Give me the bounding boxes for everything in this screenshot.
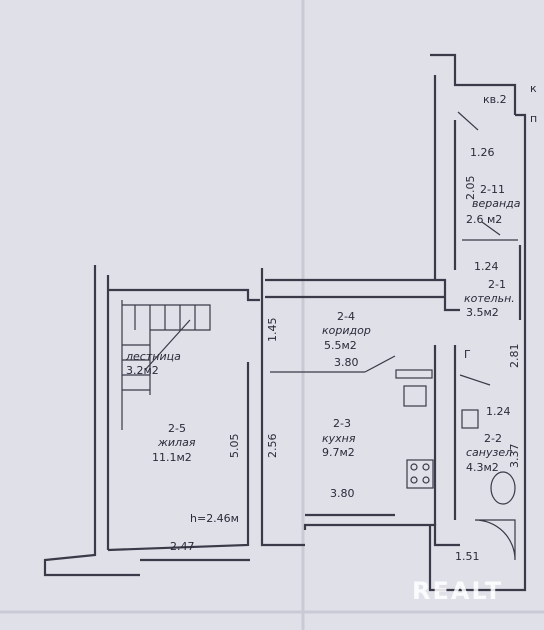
dimension: 3.80 [330,487,355,500]
room-name: кухня [322,432,356,445]
shower-arc [474,519,516,561]
wall-top-stair [108,288,260,302]
dimension: 2.56 [266,434,279,459]
dimension: 1.26 [470,146,495,159]
stove-burner-1 [410,463,418,471]
room-id: 2-1 [488,278,506,291]
dimension: 2.81 [508,344,521,369]
wall-veranda-top [430,53,517,115]
room-area: 9.7м2 [322,446,355,459]
room-area: 4.3м2 [466,461,499,474]
dimension: 1.24 [474,260,499,273]
dimension: 3.80 [334,356,359,369]
veranda-door [457,111,479,131]
stove-burner-4 [422,476,430,484]
room-area: 3.2м2 [126,364,159,377]
room-id: 2-3 [333,417,351,430]
watermark: REALT [412,577,503,605]
wall-kitchen-bottom [303,523,460,547]
stair-arrow [144,319,191,371]
dimension: 5.05 [228,434,241,459]
dimension: 2.05 [464,176,477,201]
room-labels: кв.2 к п 2-11 веранда 2.6 м2 2-1 котельн… [125,82,537,525]
boiler-mark: Г [464,348,471,361]
dimension: 2.47 [170,540,195,553]
room-id: 2-5 [168,422,186,435]
stove-burner-2 [422,463,430,471]
room-id: 2-11 [480,183,505,196]
room-id: 2-4 [337,310,355,323]
dimension: 1.24 [486,405,511,418]
stove-burner-3 [410,476,418,484]
room-name: котельн. [464,292,515,305]
stove [406,459,434,489]
corner-mark-right: п [530,112,537,125]
veranda-door-2 [481,221,501,236]
room-area: 5.5м2 [324,339,357,352]
room-area: 3.5м2 [466,306,499,319]
room-area: 11.1м2 [152,451,192,464]
wall-living-inner-right [107,362,250,552]
porch-label: кв.2 [483,93,507,106]
room-area: 2.6 м2 [466,213,502,226]
room-name: жилая [157,436,196,449]
room-name: лестница [125,350,181,363]
corridor-door [364,355,396,373]
dimension-labels: 1.26 2.05 1.24 1.45 3.80 2.81 1.24 3.37 … [170,146,521,563]
dimension: 1.45 [266,318,279,343]
room-name: коридор [322,324,371,337]
washbasin [461,409,479,429]
sink [403,385,427,407]
wall-corridor-top [265,278,460,312]
room-id: 2-2 [484,432,502,445]
dimension: 1.51 [455,550,480,563]
corner-mark-top: к [530,82,537,95]
counter [395,369,433,379]
room-name: санузел [466,446,512,459]
wall-living-right [260,268,305,547]
bath-door [459,374,491,386]
dimension: 3.37 [508,444,521,469]
room-name: веранда [472,197,521,210]
wall-right-outer [428,113,527,592]
walls [43,53,527,592]
wall-left-outer [43,265,140,577]
stair-outline [122,304,211,395]
ceiling-height: h=2.46м [190,512,239,525]
toilet [490,471,516,505]
